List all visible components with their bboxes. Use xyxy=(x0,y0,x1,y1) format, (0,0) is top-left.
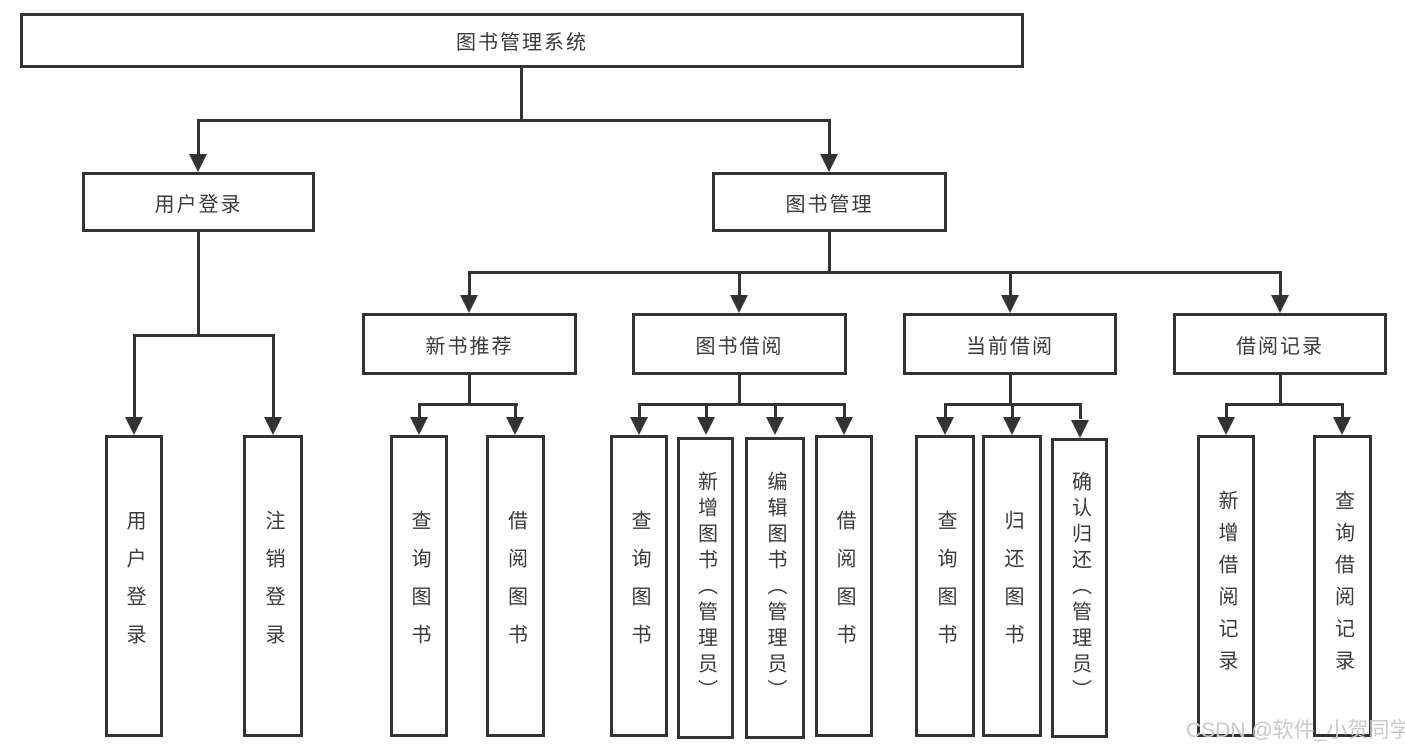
connector-line xyxy=(197,119,831,122)
connector-line xyxy=(638,403,846,406)
leaf-borrow-books-label: 借阅图书 xyxy=(504,510,527,662)
leaf-confirm-return-admin: 确认归还（管理员） xyxy=(1051,438,1108,738)
arrow-down-icon xyxy=(1333,417,1351,435)
connector-line xyxy=(1009,375,1012,406)
connector-line xyxy=(1079,403,1082,419)
node-book-borrow: 图书借阅 xyxy=(632,313,847,375)
connector-line xyxy=(418,403,421,419)
arrow-down-icon xyxy=(264,417,282,435)
leaf-add-books-admin: 新增图书（管理员） xyxy=(677,437,734,739)
arrow-down-icon xyxy=(1217,417,1235,435)
node-user-login: 用户登录 xyxy=(82,172,315,232)
arrow-down-icon xyxy=(697,417,715,435)
arrow-down-icon xyxy=(1071,420,1089,438)
node-user-login-label: 用户登录 xyxy=(154,193,243,216)
connector-line xyxy=(774,403,777,419)
connector-line xyxy=(1009,271,1012,297)
leaf-add-books-admin-label: 新增图书（管理员） xyxy=(694,471,717,705)
arrow-down-icon xyxy=(730,295,748,313)
node-book-management: 图书管理 xyxy=(712,172,947,232)
arrow-down-icon xyxy=(820,154,838,172)
arrow-down-icon xyxy=(1001,295,1019,313)
node-current-borrow-label: 当前借阅 xyxy=(966,335,1054,358)
node-new-book-recommend: 新书推荐 xyxy=(362,313,577,375)
leaf-query-books-2: 查询图书 xyxy=(610,435,668,737)
node-book-borrow-label: 图书借阅 xyxy=(695,335,784,358)
node-borrow-records-label: 借阅记录 xyxy=(1236,335,1324,358)
connector-line xyxy=(638,403,641,419)
leaf-query-books-label: 查询图书 xyxy=(408,510,430,662)
arrow-down-icon xyxy=(1271,295,1289,313)
connector-line xyxy=(418,403,518,406)
leaf-edit-books-admin-label: 编辑图书（管理员） xyxy=(764,471,786,705)
leaf-user-login: 用户登录 xyxy=(105,435,163,737)
connector-line xyxy=(828,119,831,157)
leaf-query-borrow-record: 查询借阅记录 xyxy=(1313,435,1372,737)
connector-line xyxy=(197,232,200,336)
leaf-borrow-books-2: 借阅图书 xyxy=(815,435,873,737)
connector-line xyxy=(133,334,275,337)
leaf-edit-books-admin: 编辑图书（管理员） xyxy=(745,437,805,739)
connector-line xyxy=(828,232,831,273)
leaf-query-books-3: 查询图书 xyxy=(915,435,975,737)
connector-line xyxy=(520,68,523,121)
leaf-return-books: 归还图书 xyxy=(982,435,1042,737)
node-new-book-recommend-label: 新书推荐 xyxy=(425,335,514,358)
node-root: 图书管理系统 xyxy=(20,13,1024,68)
connector-line xyxy=(468,375,471,406)
arrow-down-icon xyxy=(460,295,478,313)
leaf-return-books-label: 归还图书 xyxy=(1001,510,1023,662)
leaf-query-books-label: 查询图书 xyxy=(628,510,650,662)
arrow-down-icon xyxy=(936,417,954,435)
arrow-down-icon xyxy=(630,417,648,435)
connector-line xyxy=(705,403,708,419)
node-current-borrow: 当前借阅 xyxy=(903,313,1117,375)
leaf-confirm-return-admin-label: 确认归还（管理员） xyxy=(1068,471,1091,705)
connector-line xyxy=(944,403,947,419)
node-book-management-label: 图书管理 xyxy=(785,193,874,216)
leaf-user-login-label: 用户登录 xyxy=(123,510,145,662)
node-borrow-records: 借阅记录 xyxy=(1173,313,1387,375)
connector-line xyxy=(514,403,517,419)
connector-line xyxy=(843,403,846,419)
connector-line xyxy=(738,271,741,297)
leaf-borrow-books-1: 借阅图书 xyxy=(486,435,545,737)
connector-line xyxy=(1225,403,1228,419)
arrow-down-icon xyxy=(835,417,853,435)
connector-line xyxy=(468,271,471,297)
connector-line xyxy=(1279,271,1282,297)
leaf-query-books-1: 查询图书 xyxy=(390,435,448,737)
node-root-label: 图书管理系统 xyxy=(456,32,588,54)
arrow-down-icon xyxy=(125,417,143,435)
leaf-logout: 注销登录 xyxy=(243,435,303,737)
arrow-down-icon xyxy=(1003,417,1021,435)
connector-line xyxy=(1225,403,1344,406)
leaf-add-borrow-record: 新增借阅记录 xyxy=(1197,435,1255,737)
csdn-watermark: CSDN @软件_小贺同学 xyxy=(1186,719,1405,742)
arrow-down-icon xyxy=(766,417,784,435)
arrow-down-icon xyxy=(189,154,207,172)
connector-line xyxy=(1011,403,1014,419)
leaf-query-borrow-record-label: 查询借阅记录 xyxy=(1331,490,1354,682)
leaf-borrow-books-label: 借阅图书 xyxy=(833,510,855,662)
connector-line xyxy=(197,119,200,157)
connector-line xyxy=(133,334,136,419)
arrow-down-icon xyxy=(410,417,428,435)
connector-line xyxy=(1279,375,1282,406)
connector-line xyxy=(1341,403,1344,419)
arrow-down-icon xyxy=(506,417,524,435)
leaf-query-books-label: 查询图书 xyxy=(934,510,956,662)
leaf-add-borrow-record-label: 新增借阅记录 xyxy=(1215,490,1237,682)
connector-line xyxy=(468,271,1282,274)
connector-line xyxy=(272,334,275,419)
connector-line xyxy=(738,375,741,406)
leaf-logout-label: 注销登录 xyxy=(262,510,284,662)
